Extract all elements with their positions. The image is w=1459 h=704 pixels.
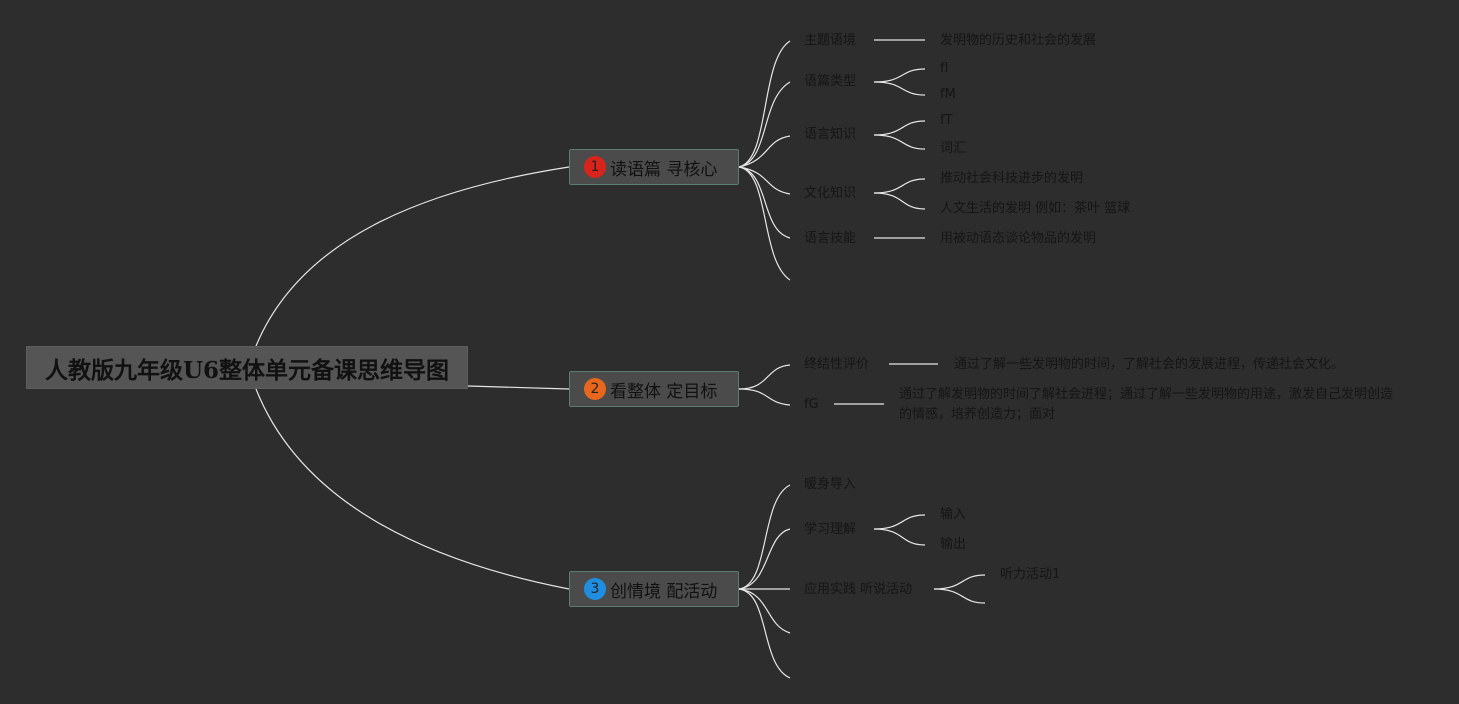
node-output[interactable]: 输出 xyxy=(940,537,967,552)
root-title: 人教版九年级U6整体单元备课思维导图 xyxy=(44,356,450,384)
root-topic[interactable]: 人教版九年级U6整体单元备课思维导图 xyxy=(26,346,468,389)
branch-overview-goals[interactable]: 2 看整体 定目标 xyxy=(569,371,739,407)
node-summative-assessment-value[interactable]: 通过了解一些发明物的时间，了解社会的发展进程，传递社会文化。 xyxy=(954,357,1345,372)
node-language-knowledge[interactable]: 语言知识 xyxy=(804,127,857,142)
node-culture-knowledge-value-1[interactable]: 推动社会科技进步的发明 xyxy=(940,171,1084,186)
number-badge-1: 1 xyxy=(584,156,606,178)
node-language-skills-value[interactable]: 用被动语态谈论物品的发明 xyxy=(940,231,1097,246)
branch-label: 读语篇 寻核心 xyxy=(610,159,718,180)
node-text-type[interactable]: 语篇类型 xyxy=(804,74,857,89)
node-culture-knowledge[interactable]: 文化知识 xyxy=(804,186,857,201)
branch-label: 看整体 定目标 xyxy=(610,381,718,402)
branch-scenario-activities[interactable]: 3 创情境 配活动 xyxy=(569,571,739,607)
node-goal[interactable]: fG xyxy=(804,397,819,412)
node-goal-value[interactable]: 通过了解发明物的时间了解社会进程；通过了解一些发明物的用途，激发自己发明创造的情… xyxy=(899,387,1394,422)
number-badge-2: 2 xyxy=(584,378,606,400)
node-input[interactable]: 输入 xyxy=(940,507,967,522)
node-theme-context-value[interactable]: 发明物的历史和社会的发展 xyxy=(940,33,1097,48)
branch-read-text[interactable]: 1 读语篇 寻核心 xyxy=(569,149,739,185)
branch-label: 创情境 配活动 xyxy=(610,581,718,602)
node-theme-context[interactable]: 主题语境 xyxy=(804,33,857,48)
node-text-type-value-2[interactable]: fM xyxy=(940,87,956,102)
node-language-knowledge-value-2[interactable]: 词汇 xyxy=(940,141,967,156)
node-learning-understanding[interactable]: 学习理解 xyxy=(804,522,857,537)
node-application-practice[interactable]: 应用实践 听说活动 xyxy=(804,582,913,597)
number-badge-3: 3 xyxy=(584,578,606,600)
node-language-knowledge-value-1[interactable]: fT xyxy=(940,113,953,128)
node-culture-knowledge-value-2[interactable]: 人文生活的发明 例如：茶叶 篮球 xyxy=(940,201,1131,216)
node-summative-assessment[interactable]: 终结性评价 xyxy=(804,357,870,372)
node-listening-activity-1[interactable]: 听力活动1 xyxy=(1000,567,1061,582)
node-text-type-value-1[interactable]: fI xyxy=(940,61,949,76)
node-language-skills[interactable]: 语言技能 xyxy=(804,231,857,246)
node-warm-up[interactable]: 暖身导入 xyxy=(804,477,857,492)
